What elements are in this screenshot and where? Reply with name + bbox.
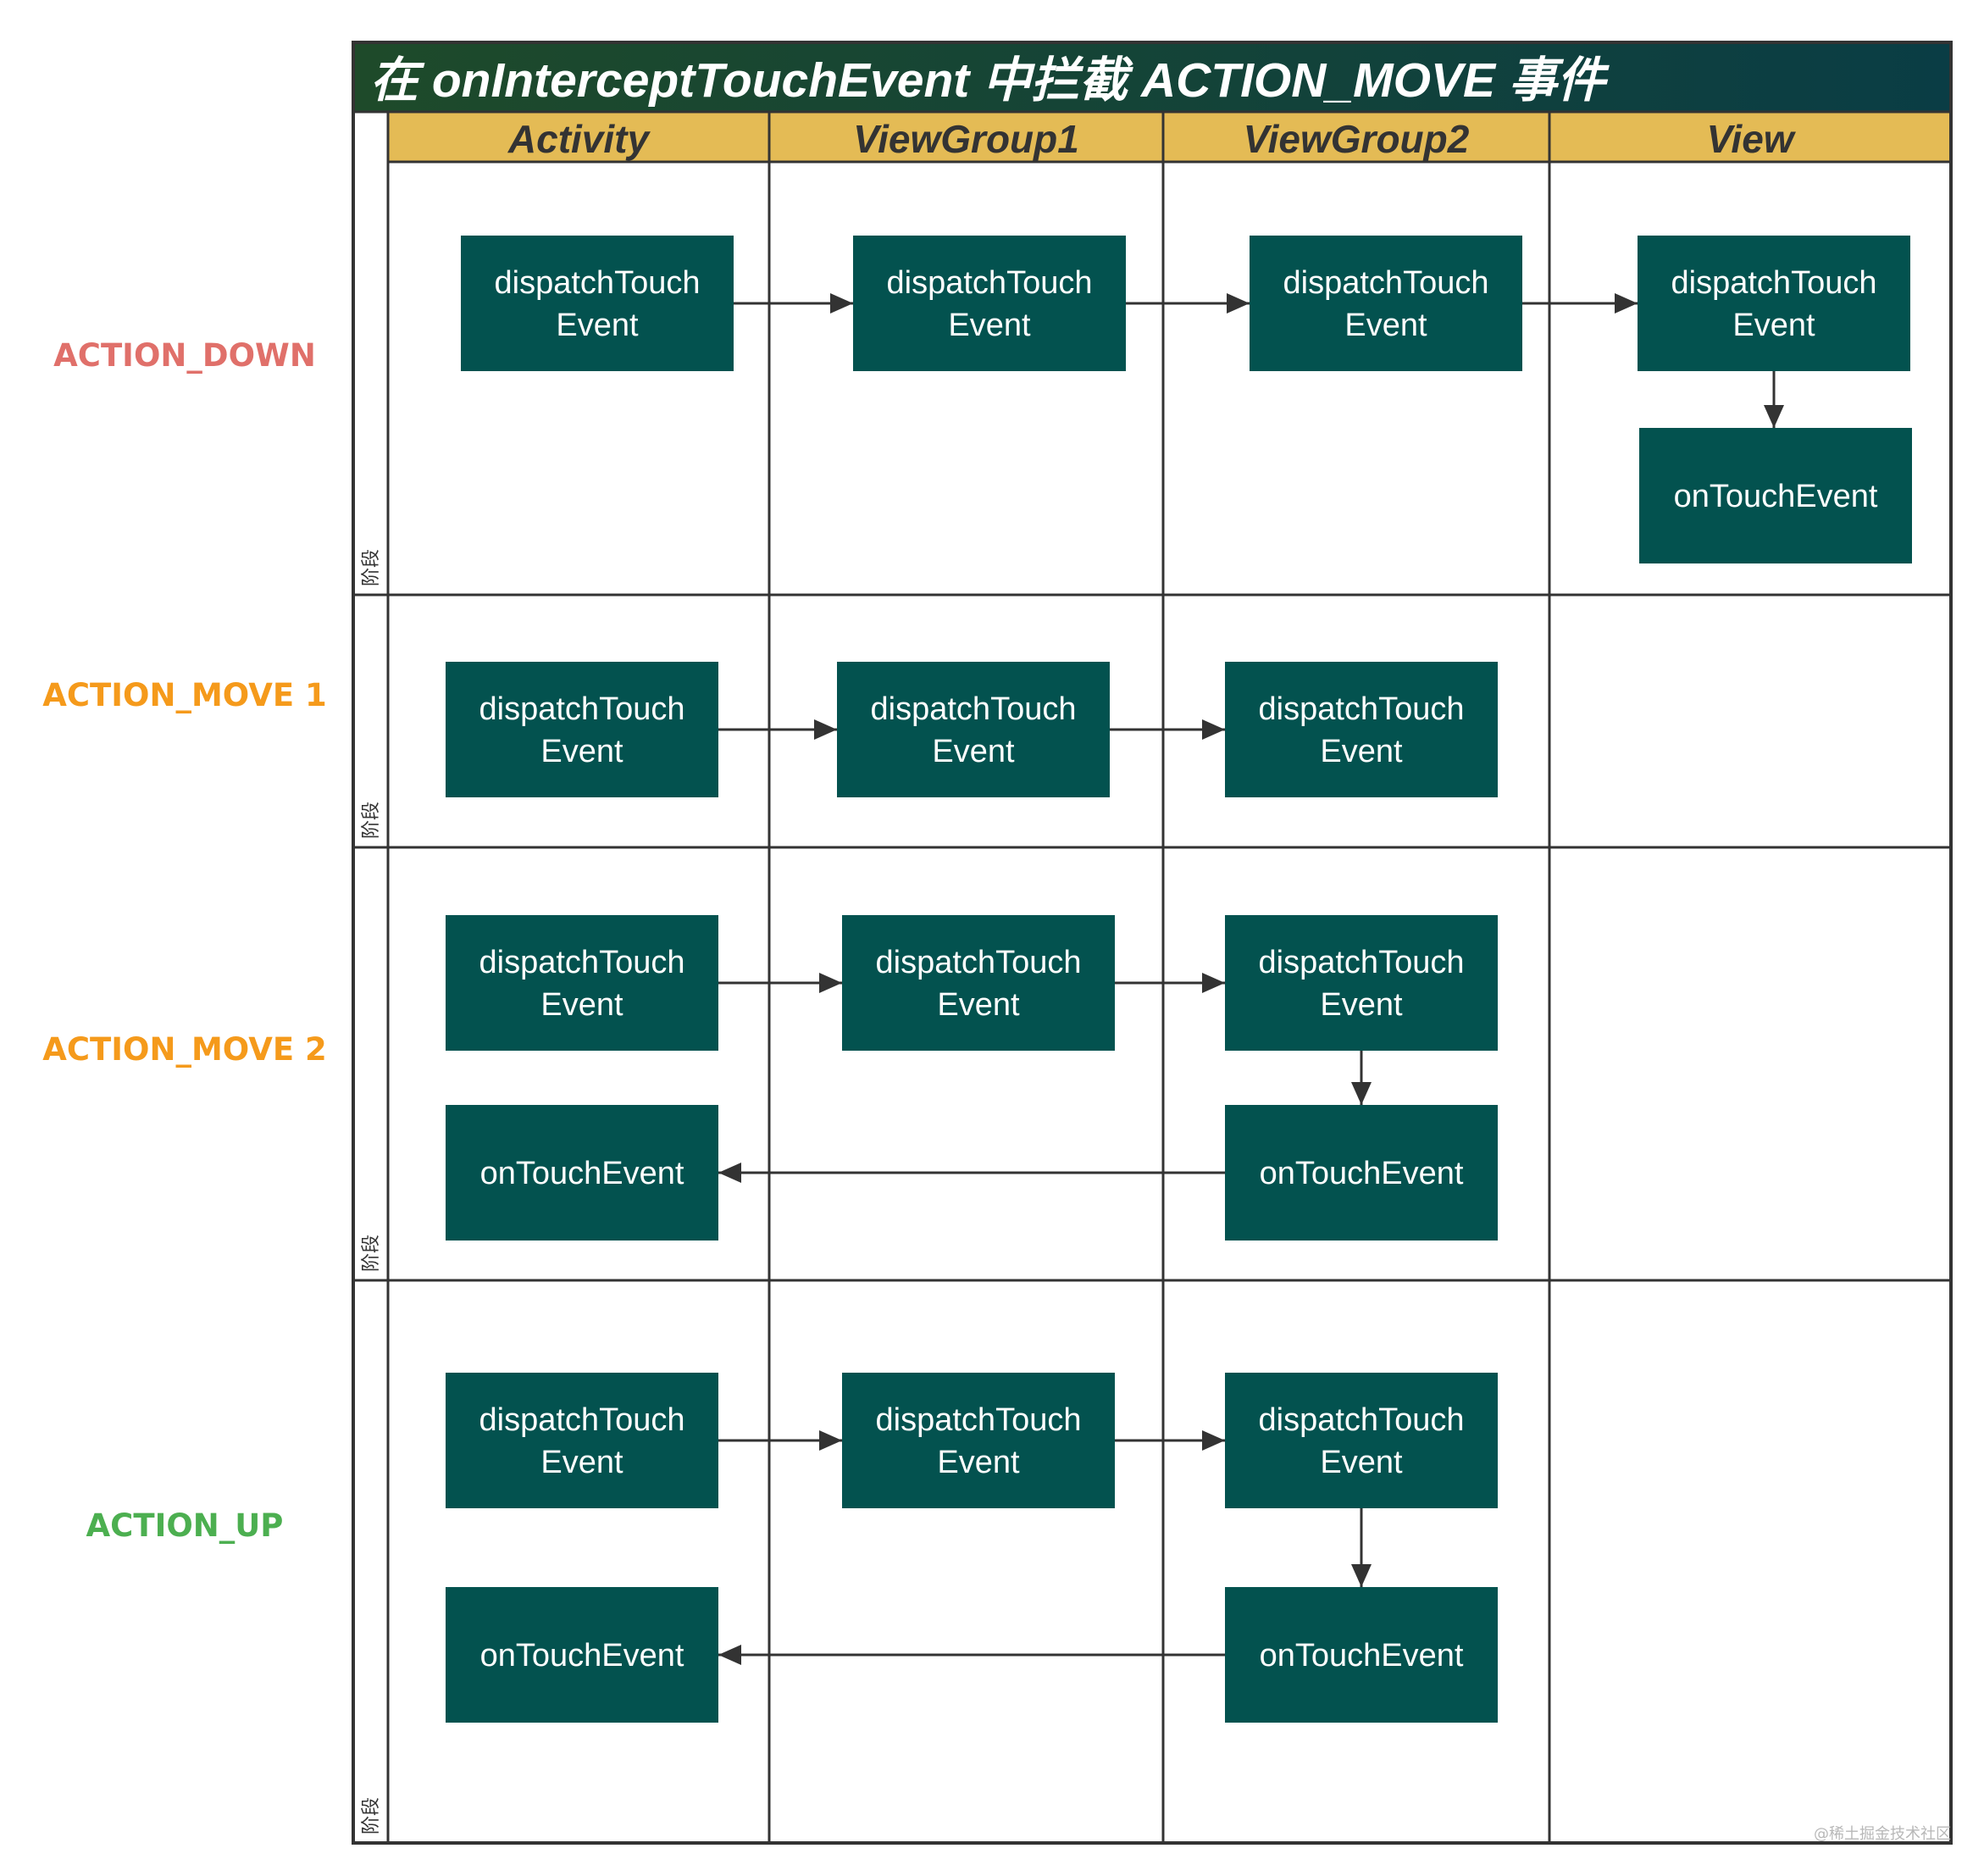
node-label: onTouchEvent [480,1156,684,1191]
node-label-line: dispatchTouch [1259,1402,1465,1438]
lane-header-viewgroup2: ViewGroup2 [1244,117,1470,161]
node-box [1639,428,1912,563]
node-box [446,915,718,1051]
node-label-line: Event [937,1445,1020,1480]
node-label-line: dispatchTouch [479,1402,685,1438]
node-box [853,236,1126,371]
node-label-line: Event [1320,1445,1403,1480]
node-label-line: Event [948,308,1031,343]
node-label: onTouchEvent [1260,1156,1464,1191]
phase-label-action-up: ACTION_UP [86,1507,284,1544]
node-box [837,662,1110,797]
node-label-line: dispatchTouch [876,945,1082,980]
text-layer: 在 onInterceptTouchEvent 中拦截 ACTION_MOVE … [42,53,1951,1843]
node-label-line: Event [1320,987,1403,1023]
watermark: @稀土掘金技术社区 [1814,1825,1951,1843]
node-label-line: Event [1320,734,1403,769]
lane-header-bar [388,112,1951,162]
node-box [842,1373,1115,1508]
lane-header-viewgroup1: ViewGroup1 [853,117,1079,161]
node-label-line: dispatchTouch [871,691,1077,727]
node-label: onTouchEvent [1260,1638,1464,1673]
node-label-line: dispatchTouch [1259,945,1465,980]
node-box [1225,662,1498,797]
node-label-line: dispatchTouch [876,1402,1082,1438]
nodes-layer [446,236,1912,1723]
node-label-line: Event [1732,308,1815,343]
node-label-line: dispatchTouch [1259,691,1465,727]
node-label-line: Event [540,734,623,769]
phase-label-action-move-2: ACTION_MOVE 2 [42,1031,327,1068]
node-label-line: Event [937,987,1020,1023]
node-label-line: Event [540,1445,623,1480]
edges-layer [718,293,1784,1665]
node-box [1225,1105,1498,1240]
node-label-line: Event [1344,308,1427,343]
node-label-line: Event [932,734,1015,769]
node-label: onTouchEvent [1674,479,1878,514]
phase-label-action-down: ACTION_DOWN [53,337,316,374]
node-label-line: dispatchTouch [495,265,701,301]
node-label: onTouchEvent [480,1638,684,1673]
node-box [446,1373,718,1508]
node-box [1225,1373,1498,1508]
node-label-line: dispatchTouch [1671,265,1877,301]
diagram-border [352,41,1953,1845]
diagram-title: 在 onInterceptTouchEvent 中拦截 ACTION_MOVE … [370,53,1610,108]
stage-label: 阶段 [361,1797,382,1834]
node-box [1225,915,1498,1051]
stage-label: 阶段 [361,802,382,839]
node-box [842,915,1115,1051]
node-box [446,1105,718,1240]
lane-header-activity: Activity [507,117,651,161]
node-box [461,236,734,371]
title-bar [353,42,1951,112]
lane-header-view: View [1706,117,1796,161]
node-label-line: Event [556,308,639,343]
grid-layer [352,41,1953,1845]
node-label-line: dispatchTouch [479,691,685,727]
node-box [446,1587,718,1723]
node-box [1250,236,1522,371]
node-box [446,662,718,797]
node-label-line: Event [540,987,623,1023]
node-label-line: dispatchTouch [479,945,685,980]
node-box [1638,236,1910,371]
stage-label: 阶段 [361,549,382,586]
stage-label: 阶段 [361,1235,382,1272]
node-box [1225,1587,1498,1723]
node-label-line: dispatchTouch [887,265,1093,301]
node-label-line: dispatchTouch [1283,265,1489,301]
phase-label-action-move-1: ACTION_MOVE 1 [42,677,327,713]
